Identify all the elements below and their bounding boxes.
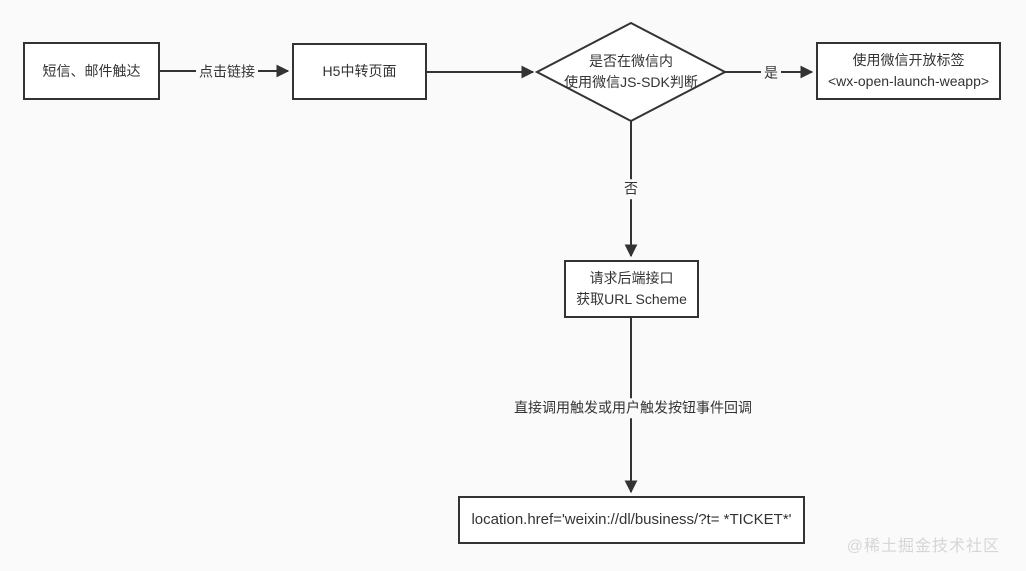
node-wechat-open-tag: 使用微信开放标签 <wx-open-launch-weapp> (816, 42, 1001, 100)
node-label-line2: 获取URL Scheme (576, 291, 687, 307)
node-label-line1: 使用微信开放标签 (852, 52, 965, 68)
edge-label-yes: 是 (761, 63, 781, 83)
node-label: location.href='weixin://dl/business/?t= … (471, 510, 792, 528)
edge-label-trigger-callback: 直接调用触发或用户触发按钮事件回调 (511, 398, 755, 418)
edge-label-click-link: 点击链接 (196, 62, 258, 82)
node-label-line2: <wx-open-launch-weapp> (827, 73, 990, 89)
node-label-line2: 使用微信JS-SDK判断 (564, 74, 698, 90)
node-label-line1: 是否在微信内 (589, 53, 673, 69)
node-sms-email-reach: 短信、邮件触达 (23, 42, 160, 100)
node-backend-url-scheme: 请求后端接口 获取URL Scheme (564, 260, 699, 318)
node-label-line1: 请求后端接口 (589, 270, 674, 286)
decision-diamond-shape (534, 21, 728, 123)
watermark-juejin-community: @稀土掘金技术社区 (846, 538, 1000, 555)
node-label: H5中转页面 (322, 63, 397, 79)
node-label: 短信、邮件触达 (42, 62, 141, 79)
node-wechat-check-decision: 是否在微信内 使用微信JS-SDK判断 (537, 23, 725, 121)
node-location-href: location.href='weixin://dl/business/?t= … (458, 496, 805, 544)
node-h5-transit-page: H5中转页面 (292, 43, 427, 100)
edge-label-no: 否 (621, 179, 641, 199)
